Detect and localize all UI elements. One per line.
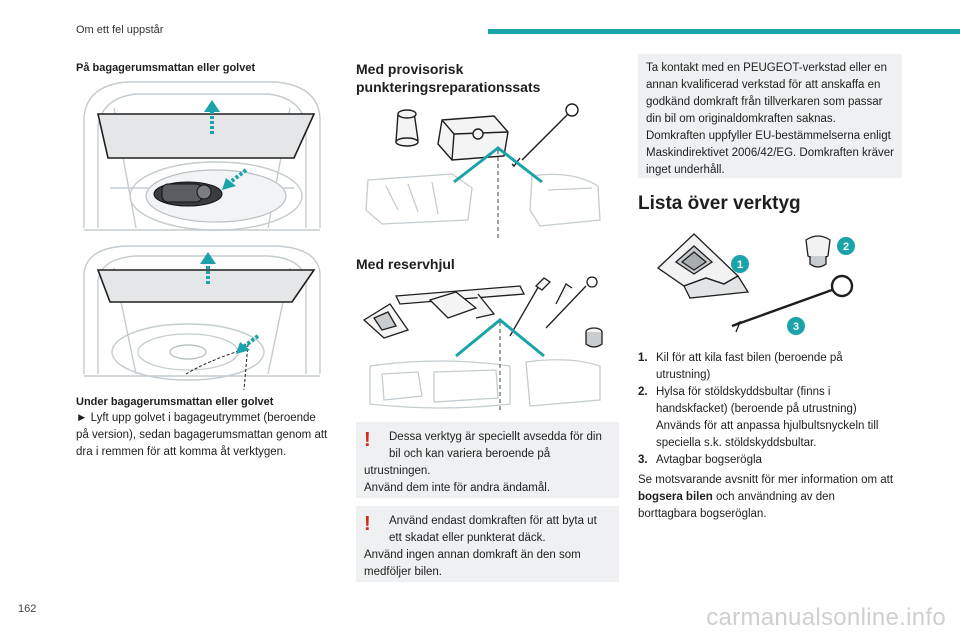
section-title: Om ett fel uppstår (76, 24, 164, 36)
instruction-paragraph: ► Lyft upp golvet i bagageutrymmet (bero… (76, 410, 330, 461)
header-accent-bar (488, 29, 960, 34)
page-number: 162 (18, 603, 37, 615)
heading-mat-floor: På bagagerumsmattan eller golvet (76, 62, 256, 74)
note1-line1: Dessa verktyg är speciellt avsedda för d… (389, 431, 602, 460)
callout-2: 2 (843, 241, 849, 253)
tool-list: 1.Kil för att kila fast bilen (beroende … (638, 350, 900, 469)
heading-repair-kit: Med provisorisk punkteringsreparationssa… (356, 61, 541, 95)
note2-line2: Använd ingen annan domkraft än den som m… (364, 549, 581, 578)
callout-1: 1 (737, 259, 743, 271)
info-note-jack: Ta kontakt med en PEUGEOT-verkstad eller… (638, 54, 902, 178)
warning-note-tools: ! Dessa verktyg är speciellt avsedda för… (356, 422, 619, 498)
trunk-illustration-2 (83, 245, 321, 391)
note1-line3: Använd dem inte för andra ändamål. (364, 482, 551, 494)
bullet-arrow: ► (76, 412, 88, 424)
more-info-paragraph: Se motsvarande avsnitt för mer informati… (638, 474, 894, 520)
spare-wheel-tools-illustration (362, 276, 603, 410)
heading-tool-list: Lista över verktyg (638, 193, 801, 214)
tool-item: 3.Avtagbar bogserögla (638, 454, 762, 466)
repair-kit-illustration (365, 103, 601, 240)
callout-3: 3 (793, 321, 799, 333)
tool-list-illustration: 1 2 3 (656, 233, 855, 335)
heading-under-mat: Under bagagerumsmattan eller golvet (76, 396, 274, 408)
warning-note-jack: ! Använd endast domkraften för att byta … (356, 506, 619, 582)
instruction-text: Lyft upp golvet i bagageutrymmet (beroen… (76, 412, 328, 458)
link-towing[interactable]: bogsera bilen (638, 491, 713, 503)
watermark-text: carmanualsonline.info (706, 604, 946, 631)
heading-spare-wheel: Med reservhjul (356, 256, 455, 272)
tool-item: 1.Kil för att kila fast bilen (beroende … (638, 352, 843, 381)
warning-icon: ! (364, 513, 371, 535)
note2-line1: Använd endast domkraften för att byta ut… (389, 515, 597, 544)
trunk-illustration-1 (83, 81, 321, 231)
note1-line2: utrustningen. (364, 465, 431, 477)
tool-item: 2.Hylsa för stöldskyddsbultar (finns i h… (638, 386, 879, 449)
warning-icon: ! (364, 429, 371, 451)
info-text: Ta kontakt med en PEUGEOT-verkstad eller… (646, 62, 894, 176)
